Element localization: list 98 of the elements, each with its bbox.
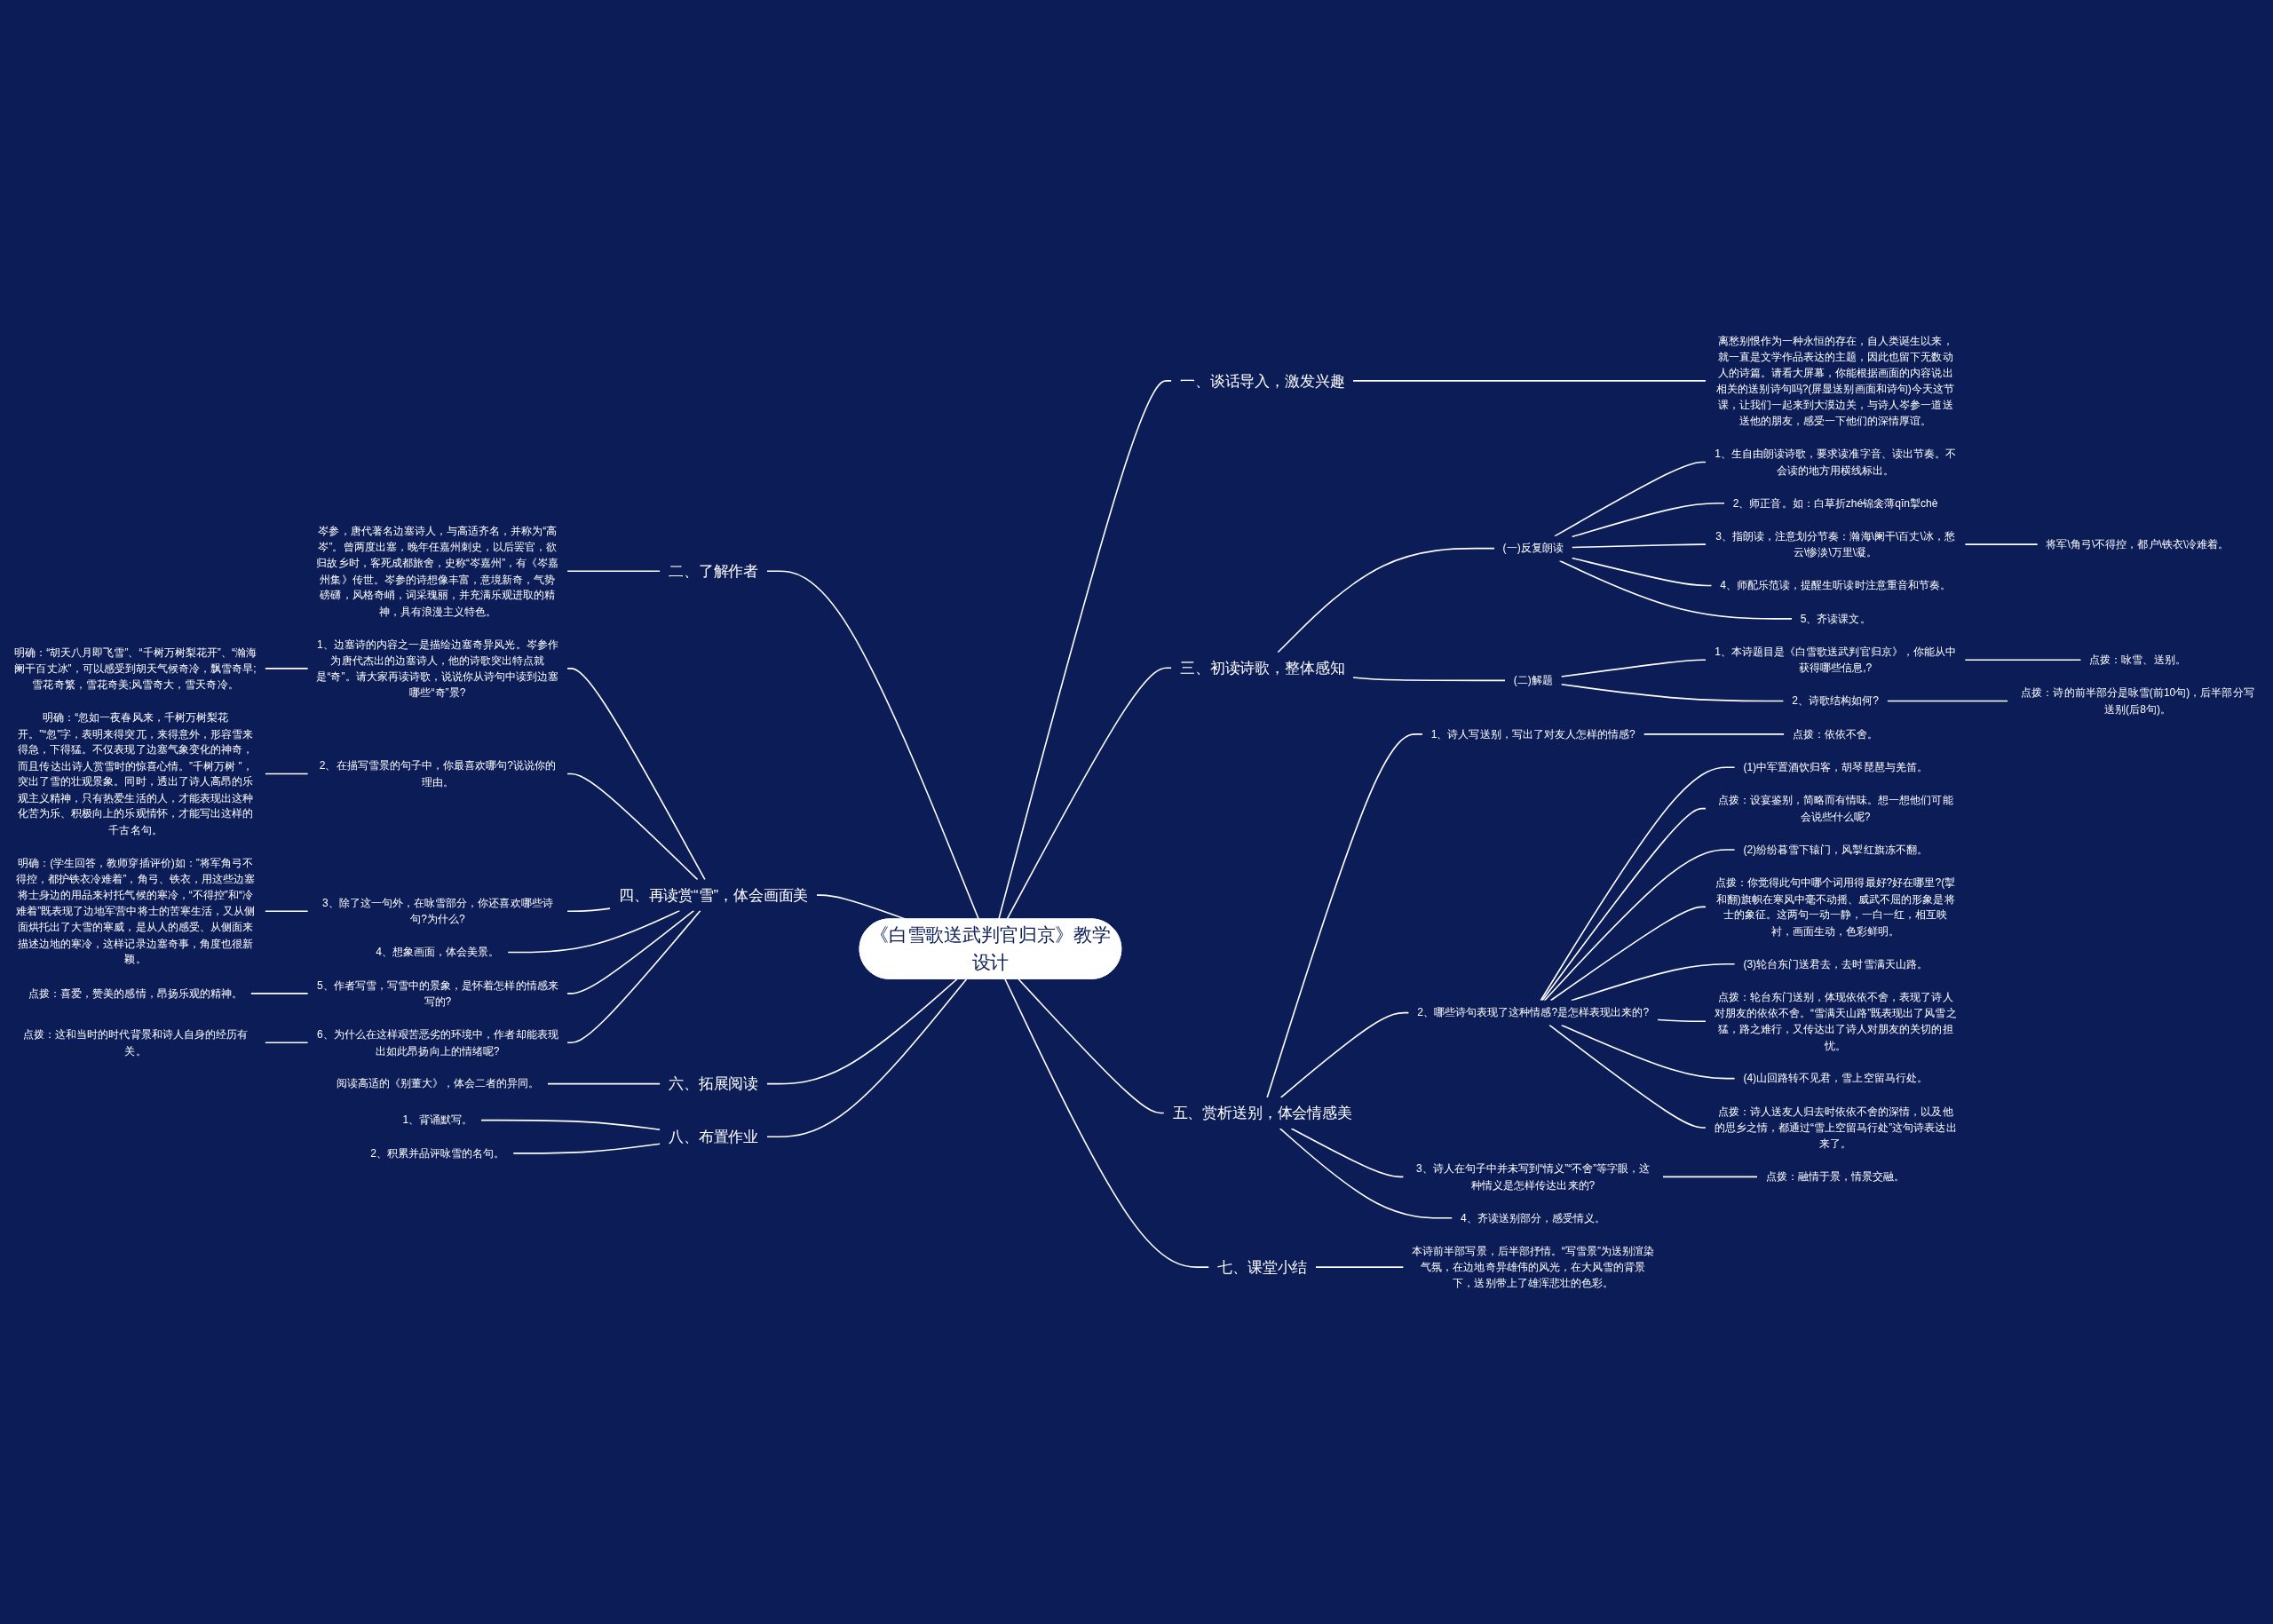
connector — [264, 910, 309, 912]
connector — [480, 1119, 661, 1131]
connector — [1279, 1011, 1410, 1098]
connector — [1541, 807, 1707, 1002]
node-text: 2、诗歌结构如何? — [1792, 694, 1879, 707]
node-text: 4、师配乐范读，提醒生听读时注意重音和节奏。 — [1720, 579, 1951, 591]
node-text: 三、初读诗歌，整体感知 — [1179, 659, 1345, 677]
node-text: 3、除了这一句外，在咏雪部分，你还喜欢哪些诗句?为什么? — [322, 896, 553, 925]
connector — [1352, 677, 1506, 682]
node-text: 1、本诗题目是《白雪歌送武判官归京》，你能从中获得哪些信息,? — [1715, 645, 1956, 674]
connector — [1560, 683, 1785, 702]
node-text: 3、诗人在句子中并未写到“情义”“不舍”等字眼，这种情义是怎样传达出来的? — [1415, 1161, 1651, 1191]
connector — [1571, 503, 1725, 538]
node-text: 1、边塞诗的内容之一是描绘边塞奇异风光。岑参作为唐代杰出的边塞诗人，他的诗歌突出特点就是“奇”。请大家再读诗歌，说说你从诗句中读到边塞哪些“奇”景? — [316, 638, 559, 699]
connector — [1558, 559, 1793, 620]
connector — [1554, 461, 1707, 537]
connector — [1571, 557, 1713, 587]
node-text: 点拨：这和当时的时代背景和诗人自身的经历有关。 — [23, 1027, 248, 1057]
node-text: 点拨：设宴鉴别，简略而有情味。想一想他们可能会说些什么呢? — [1717, 794, 1953, 822]
node-text: 七、课堂小结 — [1217, 1258, 1308, 1276]
connector — [1543, 849, 1736, 1002]
connector — [507, 909, 681, 954]
connector — [547, 1082, 661, 1085]
node-text: 离愁别恨作为一种永恒的存在，自人类诞生以来，就一直是文学作品表达的主题，因此也留下无数动人的诗篇。请看大屏幕，你能根据画面的内容说出相关的送别诗句吗?(屏显送别画面和诗句)今天这节课，让我们一起来到大漠边关，与诗人岑参一道送送他的朋友，感受一下他们的深情厚谊。 — [1716, 334, 1954, 427]
node-text: (一)反复朗读 — [1502, 542, 1564, 554]
connector — [1290, 1128, 1405, 1178]
connector — [264, 668, 309, 669]
connector — [1315, 1266, 1405, 1268]
node-text: (3)轮台东门送君去，去时雪满天山路。 — [1743, 957, 1928, 970]
node-text: 3、指朗读，注意划分节奏：瀚海\阑干\百丈\冰，愁云\惨淡\万里\凝。 — [1715, 529, 1955, 558]
node-text: 5、作者写雪，写雪中的景象，是怀着怎样的情感来写的? — [317, 978, 558, 1008]
node-text: 4、想象画面，体会美景。 — [376, 946, 500, 958]
node-text: 点拨：你觉得此句中哪个词用得最好?好在哪里?(掣和翻)旗帜在寒风中毫不动摇、威武不屈的形象是将士的象征。这两句一动一静，一白一红，相互映衬，画面生动，色彩鲜明。 — [1715, 875, 1956, 937]
node-text: 2、积累并品评咏雪的名句。 — [370, 1146, 505, 1160]
connector — [264, 1042, 309, 1044]
node-text: 六、拓展阅读 — [669, 1075, 759, 1092]
node-text: 本诗前半部写景，后半部抒情。“写雪景”为送别渲染气氛，在边地奇异雄伟的风光，在大风雪的背景下，送别带上了雄浑悲壮的色彩。 — [1412, 1244, 1655, 1289]
node-text: 八、布置作业 — [669, 1128, 759, 1145]
connector — [249, 993, 309, 994]
node-text: 四、再读赏“雪”，体会画面美 — [618, 886, 809, 904]
node-text: 2、在描写雪景的句子中，你最喜欢哪句?说说你的理由。 — [319, 758, 557, 788]
connector — [1964, 659, 2082, 661]
connector — [1643, 733, 1786, 735]
connector — [1964, 543, 2039, 545]
connector — [566, 668, 706, 881]
connector — [1277, 547, 1495, 654]
connector — [1657, 1018, 1707, 1022]
connector — [1266, 733, 1423, 1098]
node-text: 二、了解作者 — [669, 562, 759, 580]
node-text: 点拨：轮台东门送别，体现依依不舍，表现了诗人对朋友的依依不舍。“雪满天山路”既表现出了风雪之猛，路之难行，又传达出了诗人对朋友的关切的担忧。 — [1714, 990, 1957, 1051]
connector — [1018, 978, 1165, 1114]
node-text: 6、为什么在这样艰苦恶劣的环境中，作者却能表现出如此昂扬向上的情绪呢? — [317, 1027, 558, 1057]
connector — [1886, 700, 2009, 702]
node-text: (1)中军置酒饮归客，胡琴琵琶与羌笛。 — [1743, 760, 1928, 773]
connector — [1560, 1024, 1736, 1080]
node-text: 2、师正音。如：白草折zhé锦衾薄qīn掣chè — [1732, 496, 1938, 510]
connector — [1560, 659, 1707, 677]
node-text: 一、谈话导入，激发兴趣 — [1179, 372, 1345, 389]
connector — [566, 570, 661, 573]
connector — [512, 1143, 661, 1154]
node-text: 点拨：诗的前半部分是咏雪(前10句)，后半部分写送别(后8句)。 — [2021, 686, 2254, 715]
node-text: 点拨：诗人送友人归去时依依不舍的深情，以及他的思乡之情，都通过“雪上空留马行处”这句诗表达出来了。 — [1714, 1105, 1957, 1150]
node-text: 明确：“忽如一夜春风来，千树万树梨花开。”“忽”字，表明来得突兀，来得意外，形容雪来得急，下得猛。不仅表现了边塞气象变化的神奇，而且传达出诗人赏雪时的惊喜心情。”千树万树 ”，突出了雪的壮观景象。同时，透出了诗人高昂的乐观主义精神，只有热爱生活的人，才能表现出这种化苦为乐、积极向上的乐观情怀，才能写出这样的千古名句。 — [18, 710, 253, 836]
connector — [1352, 380, 1707, 382]
connector — [566, 909, 701, 1044]
node-text: 五、赏析送别，体会情感美 — [1172, 1105, 1352, 1121]
node-text: 1、背诵默写。 — [402, 1113, 473, 1126]
connector — [264, 772, 309, 775]
connector — [1549, 906, 1707, 1002]
node-text: 点拨：依依不舍。 — [1792, 727, 1879, 741]
connector — [765, 978, 968, 1138]
connector — [566, 772, 699, 881]
node-text: 1、诗人写送别，写出了对友人怎样的情感? — [1430, 727, 1635, 741]
connector — [765, 978, 958, 1085]
node-text: 阅读高适的《别董大》，体会二者的异同。 — [336, 1077, 540, 1089]
connector — [566, 907, 611, 912]
node-text: 点拨：喜爱，赞美的感情，昂扬乐观的精神。 — [28, 986, 242, 1000]
connector — [1662, 1176, 1758, 1178]
node-text: 岑参，唐代著名边塞诗人，与高适齐名，并称为“高岑”。曾两度出塞，晚年任嘉州刺史，以后罢官，欲归故乡时，客死成都旅舍，史称“岑嘉州”，有《岑嘉州集》传世。岑参的诗想像丰富，意境新奇，气势磅礴，风格奇峭，词采瑰丽，并充满乐观进取的精神，具有浪漫主义特色。 — [316, 524, 559, 617]
node-text: 4、齐读送别部分，感受情义。 — [1461, 1211, 1606, 1224]
node-text: 将军\角弓\不得控，都户\铁衣\冷难着。 — [2046, 537, 2229, 551]
node-text: (4)山回路转不见君，雪上空留马行处。 — [1743, 1072, 1928, 1084]
connector — [1570, 963, 1736, 1002]
node-text: 2、哪些诗句表现了这种情感?是怎样表现出来的? — [1417, 1006, 1650, 1018]
connector — [1571, 543, 1707, 549]
node-text: 点拨：融情于景，情景交融。 — [1765, 1169, 1905, 1183]
connector — [566, 909, 695, 994]
connector — [1279, 1128, 1453, 1219]
connector — [1548, 1024, 1707, 1129]
connector — [1004, 978, 1210, 1268]
node-text: 5、齐读课文。 — [1800, 612, 1871, 625]
node-text: 点拨：咏雪、送别。 — [2089, 653, 2186, 666]
node-text: 明确：(学生回答，教师穿插评价)如：”将军角弓不得控，都护铁衣冷难着”，角弓、铁衣，用这些边塞将士身边的用品来衬托气候的寒冷，“不得控”和“冷难着”既表现了边地军营中将士的苦寒生活，又从侧面烘托出了大雪的寒威，是从人的感受、从侧面来描述边地的寒冷，这样记录边塞奇事，角度也很新颖。 — [16, 856, 255, 965]
node-text: 1、生自由朗读诗歌，要求读准字音、读出节奏。不会读的地方用横线标出。 — [1715, 447, 1956, 476]
node-text: 明确：“胡天八月即飞雪”、“千树万树梨花开”、“瀚海阑干百丈冰”，可以感受到胡天气候奇冷，飘雪奇早;雪花奇繁，雪花奇美;风雪奇大，雪天奇冷。 — [14, 646, 257, 691]
connector — [1540, 766, 1736, 1002]
node-text: (二)解题 — [1513, 673, 1553, 686]
node-text: (2)纷纷暮雪下辕门，风掣红旗冻不翻。 — [1743, 843, 1928, 856]
